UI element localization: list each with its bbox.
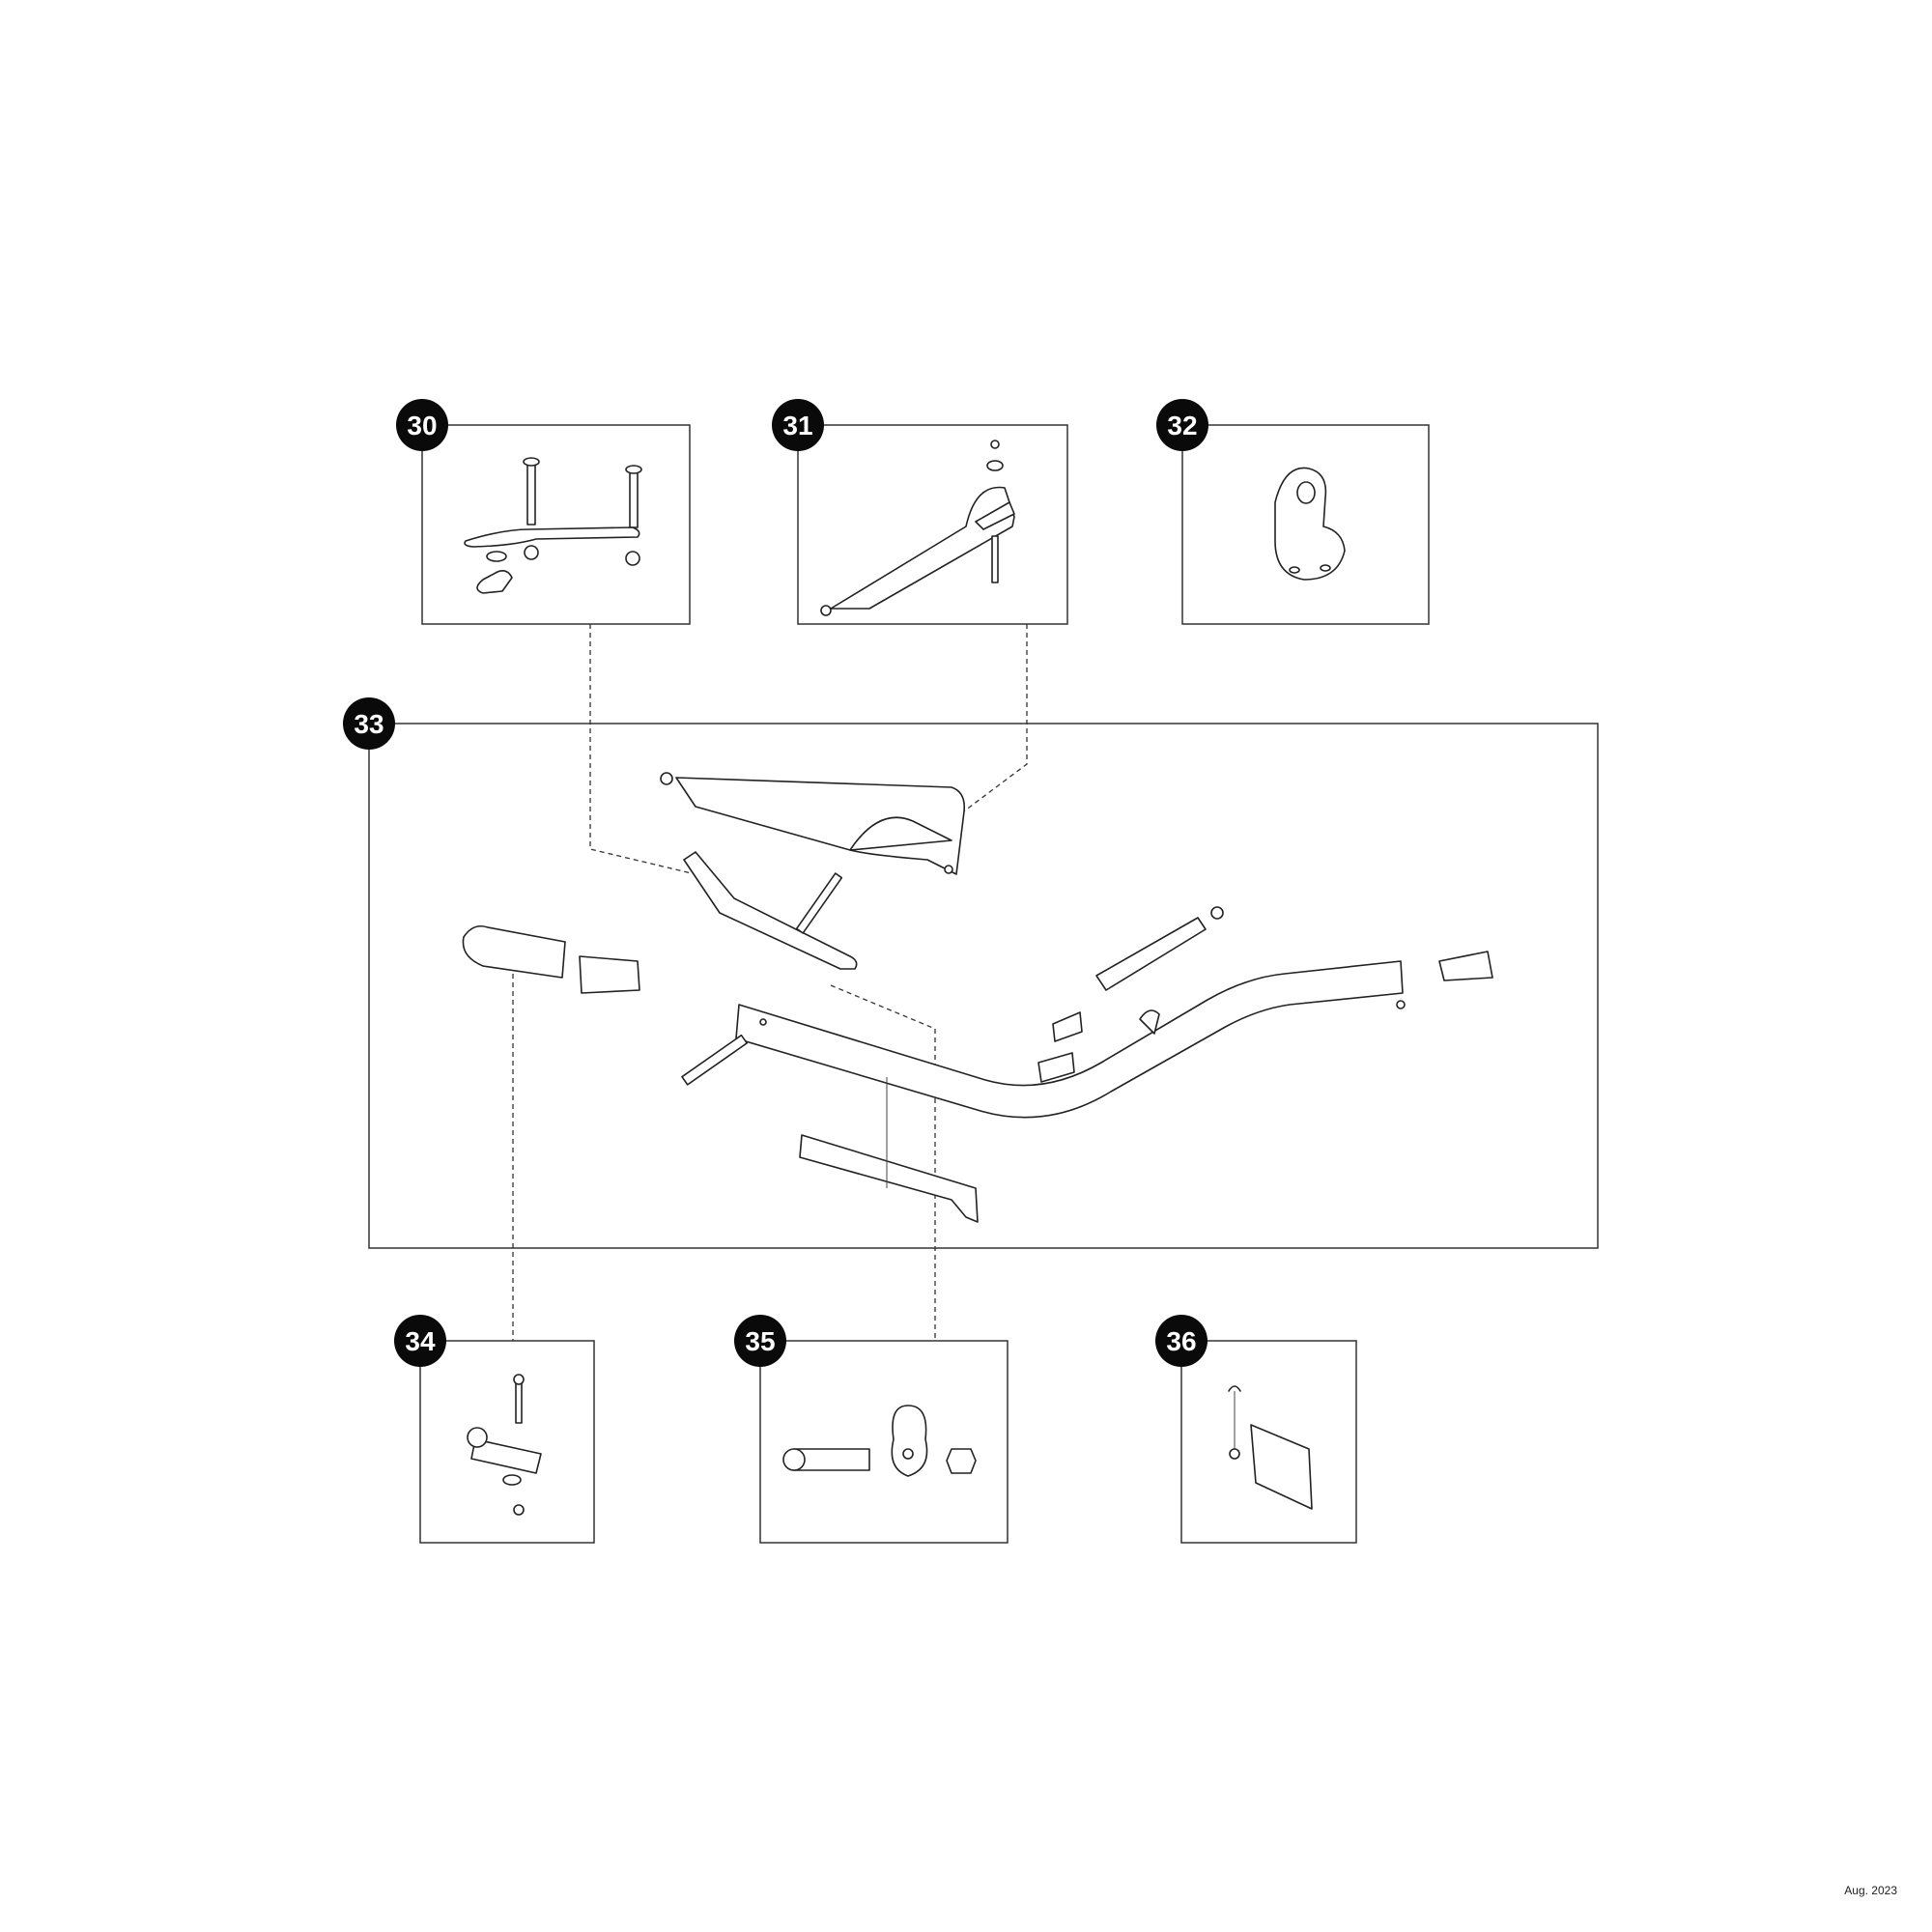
panel-32-frame xyxy=(1181,424,1430,625)
panel-badge-36: 36 xyxy=(1155,1315,1208,1367)
panel-badge-32: 32 xyxy=(1156,399,1208,451)
badge-number: 34 xyxy=(405,1326,436,1356)
badge-number: 33 xyxy=(354,709,384,739)
badge-number: 30 xyxy=(407,411,437,440)
panel-36-drawing xyxy=(1228,1385,1313,1510)
badge-number: 36 xyxy=(1166,1326,1196,1356)
panel-34-drawing xyxy=(467,1374,542,1516)
leader-lines xyxy=(512,624,1028,1341)
panel-31-drawing xyxy=(820,440,1015,616)
panel-badge-30: 30 xyxy=(396,399,448,451)
panel-30-frame xyxy=(421,424,691,625)
panel-30-drawing xyxy=(464,457,642,594)
panel-34-frame xyxy=(419,1340,595,1544)
panel-36-frame xyxy=(1180,1340,1357,1544)
badge-number: 35 xyxy=(745,1326,775,1356)
panel-33-drawing xyxy=(462,772,1493,1223)
badge-number: 32 xyxy=(1167,411,1197,440)
panel-badge-31: 31 xyxy=(772,399,824,451)
panel-35-frame xyxy=(759,1340,1009,1544)
panel-31-frame xyxy=(797,424,1068,625)
panel-badge-33: 33 xyxy=(343,697,395,750)
panel-badge-35: 35 xyxy=(734,1315,786,1367)
footer-date: Aug. 2023 xyxy=(1844,1884,1897,1897)
panel-badge-34: 34 xyxy=(394,1315,446,1367)
badge-number: 31 xyxy=(782,411,812,440)
panel-32-drawing xyxy=(1274,467,1346,581)
panel-33-frame xyxy=(368,723,1599,1249)
panel-35-drawing xyxy=(782,1405,977,1477)
